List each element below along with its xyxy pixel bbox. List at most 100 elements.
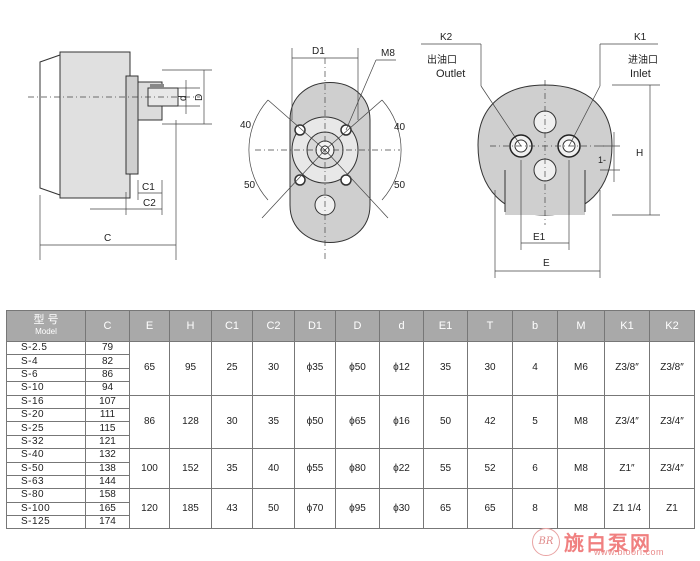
group-value-cell: ϕ70 bbox=[294, 488, 336, 530]
header-k2: K2 bbox=[649, 310, 695, 342]
group-value-cell: 128 bbox=[169, 394, 212, 450]
group-value-cell: 35 bbox=[211, 448, 253, 490]
header-m: M bbox=[557, 310, 605, 342]
group-value-cell: 35 bbox=[423, 341, 468, 396]
header-c1: C1 bbox=[211, 310, 253, 342]
c-cell: 94 bbox=[85, 381, 130, 396]
model-cell: S-6 bbox=[6, 367, 86, 383]
header-e1: E1 bbox=[423, 310, 468, 342]
header-t: T bbox=[467, 310, 513, 342]
K2-label: K2 bbox=[440, 32, 453, 43]
angle-right-top: 40 bbox=[394, 122, 406, 133]
c-cell: 158 bbox=[85, 488, 130, 503]
group-value-cell: 8 bbox=[512, 488, 558, 530]
group-value-cell: 65 bbox=[467, 488, 513, 530]
c-cell: 174 bbox=[85, 515, 130, 530]
c-cell: 107 bbox=[85, 394, 130, 409]
K1-label: K1 bbox=[634, 32, 647, 43]
side-view-rear-cap bbox=[39, 54, 61, 196]
group-value-cell: 65 bbox=[129, 341, 170, 396]
group-value-cell: ϕ65 bbox=[335, 394, 380, 450]
group-value-cell: 30 bbox=[211, 394, 253, 450]
model-cell: S-4 bbox=[6, 354, 86, 369]
group-value-cell: Z3/8″ bbox=[604, 341, 650, 396]
group-value-cell: Z3/8″ bbox=[649, 341, 695, 396]
group-value-cell: 95 bbox=[169, 341, 212, 396]
side-view-flange bbox=[125, 75, 139, 175]
group-value-cell: 100 bbox=[129, 448, 170, 490]
angle-left-bottom: 50 bbox=[244, 180, 256, 191]
group-value-cell: Z3/4″ bbox=[604, 394, 650, 450]
group-value-cell: 55 bbox=[423, 448, 468, 490]
group-value-cell: ϕ55 bbox=[294, 448, 336, 490]
model-cell: S-125 bbox=[6, 515, 86, 530]
c-cell: 165 bbox=[85, 501, 130, 517]
D1-label: D1 bbox=[312, 46, 325, 57]
d-label: d bbox=[178, 95, 189, 101]
header-b: b bbox=[512, 310, 558, 342]
front-view: D1 M8 40 50 40 50 bbox=[240, 46, 406, 260]
model-cell: S-100 bbox=[6, 501, 86, 517]
header-c2: C2 bbox=[252, 310, 295, 342]
group-value-cell: ϕ22 bbox=[379, 448, 424, 490]
group-value-cell: 50 bbox=[423, 394, 468, 450]
angle-left-top: 40 bbox=[240, 120, 252, 131]
group-value-cell: Z1 1/4 bbox=[604, 488, 650, 530]
header-c: C bbox=[85, 310, 130, 342]
group-value-cell: 65 bbox=[423, 488, 468, 530]
I-label: 1- bbox=[598, 155, 606, 165]
header-d1: D1 bbox=[294, 310, 336, 342]
group-value-cell: ϕ95 bbox=[335, 488, 380, 530]
group-value-cell: ϕ35 bbox=[294, 341, 336, 396]
pump-dimension-drawing: d D C1 C2 C D1 M8 bbox=[28, 32, 660, 278]
model-cell: S-25 bbox=[6, 421, 86, 436]
group-value-cell: 30 bbox=[467, 341, 513, 396]
K2-en: Outlet bbox=[436, 68, 465, 80]
side-view-key bbox=[150, 84, 164, 88]
watermark-url: www.bloori.com bbox=[594, 547, 665, 557]
E-label: E bbox=[543, 258, 550, 269]
header-k1: K1 bbox=[604, 310, 650, 342]
header-h: H bbox=[169, 310, 212, 342]
model-cell: S-10 bbox=[6, 381, 86, 396]
group-value-cell: ϕ50 bbox=[335, 341, 380, 396]
group-value-cell: ϕ80 bbox=[335, 448, 380, 490]
model-cell: S-16 bbox=[6, 394, 86, 409]
group-value-cell: 152 bbox=[169, 448, 212, 490]
H-label: H bbox=[636, 148, 643, 159]
header-d: d bbox=[379, 310, 424, 342]
c-cell: 121 bbox=[85, 434, 130, 450]
D-label: D bbox=[194, 94, 205, 101]
C-label: C bbox=[104, 233, 111, 244]
group-value-cell: 42 bbox=[467, 394, 513, 450]
rear-view: K2 出油口 Outlet K1 进油口 Inlet 1- H E1 E bbox=[421, 32, 660, 278]
front-view-bolt-hole-bl bbox=[294, 174, 306, 186]
K1-cn: 进油口 bbox=[628, 53, 658, 66]
model-cell: S-63 bbox=[6, 474, 86, 490]
model-cell: S-80 bbox=[6, 488, 86, 503]
front-view-bolt-hole-br bbox=[340, 174, 352, 186]
group-value-cell: 43 bbox=[211, 488, 253, 530]
side-view-body bbox=[59, 51, 131, 199]
c-cell: 79 bbox=[85, 340, 130, 356]
c-cell: 82 bbox=[85, 354, 130, 369]
model-cell: S-50 bbox=[6, 461, 86, 476]
front-view-bolt-hole-tl bbox=[294, 124, 306, 136]
watermark-text: 旐白泵网 bbox=[564, 533, 652, 555]
group-value-cell: M8 bbox=[557, 394, 605, 450]
E1-label: E1 bbox=[533, 232, 546, 243]
group-value-cell: M8 bbox=[557, 448, 605, 490]
group-value-cell: 6 bbox=[512, 448, 558, 490]
watermark: BR 旐白泵网 www.bloori.com bbox=[532, 527, 692, 557]
group-value-cell: 40 bbox=[252, 448, 295, 490]
M8-label: M8 bbox=[381, 48, 395, 59]
header-d: D bbox=[335, 310, 380, 342]
group-value-cell: 120 bbox=[129, 488, 170, 530]
